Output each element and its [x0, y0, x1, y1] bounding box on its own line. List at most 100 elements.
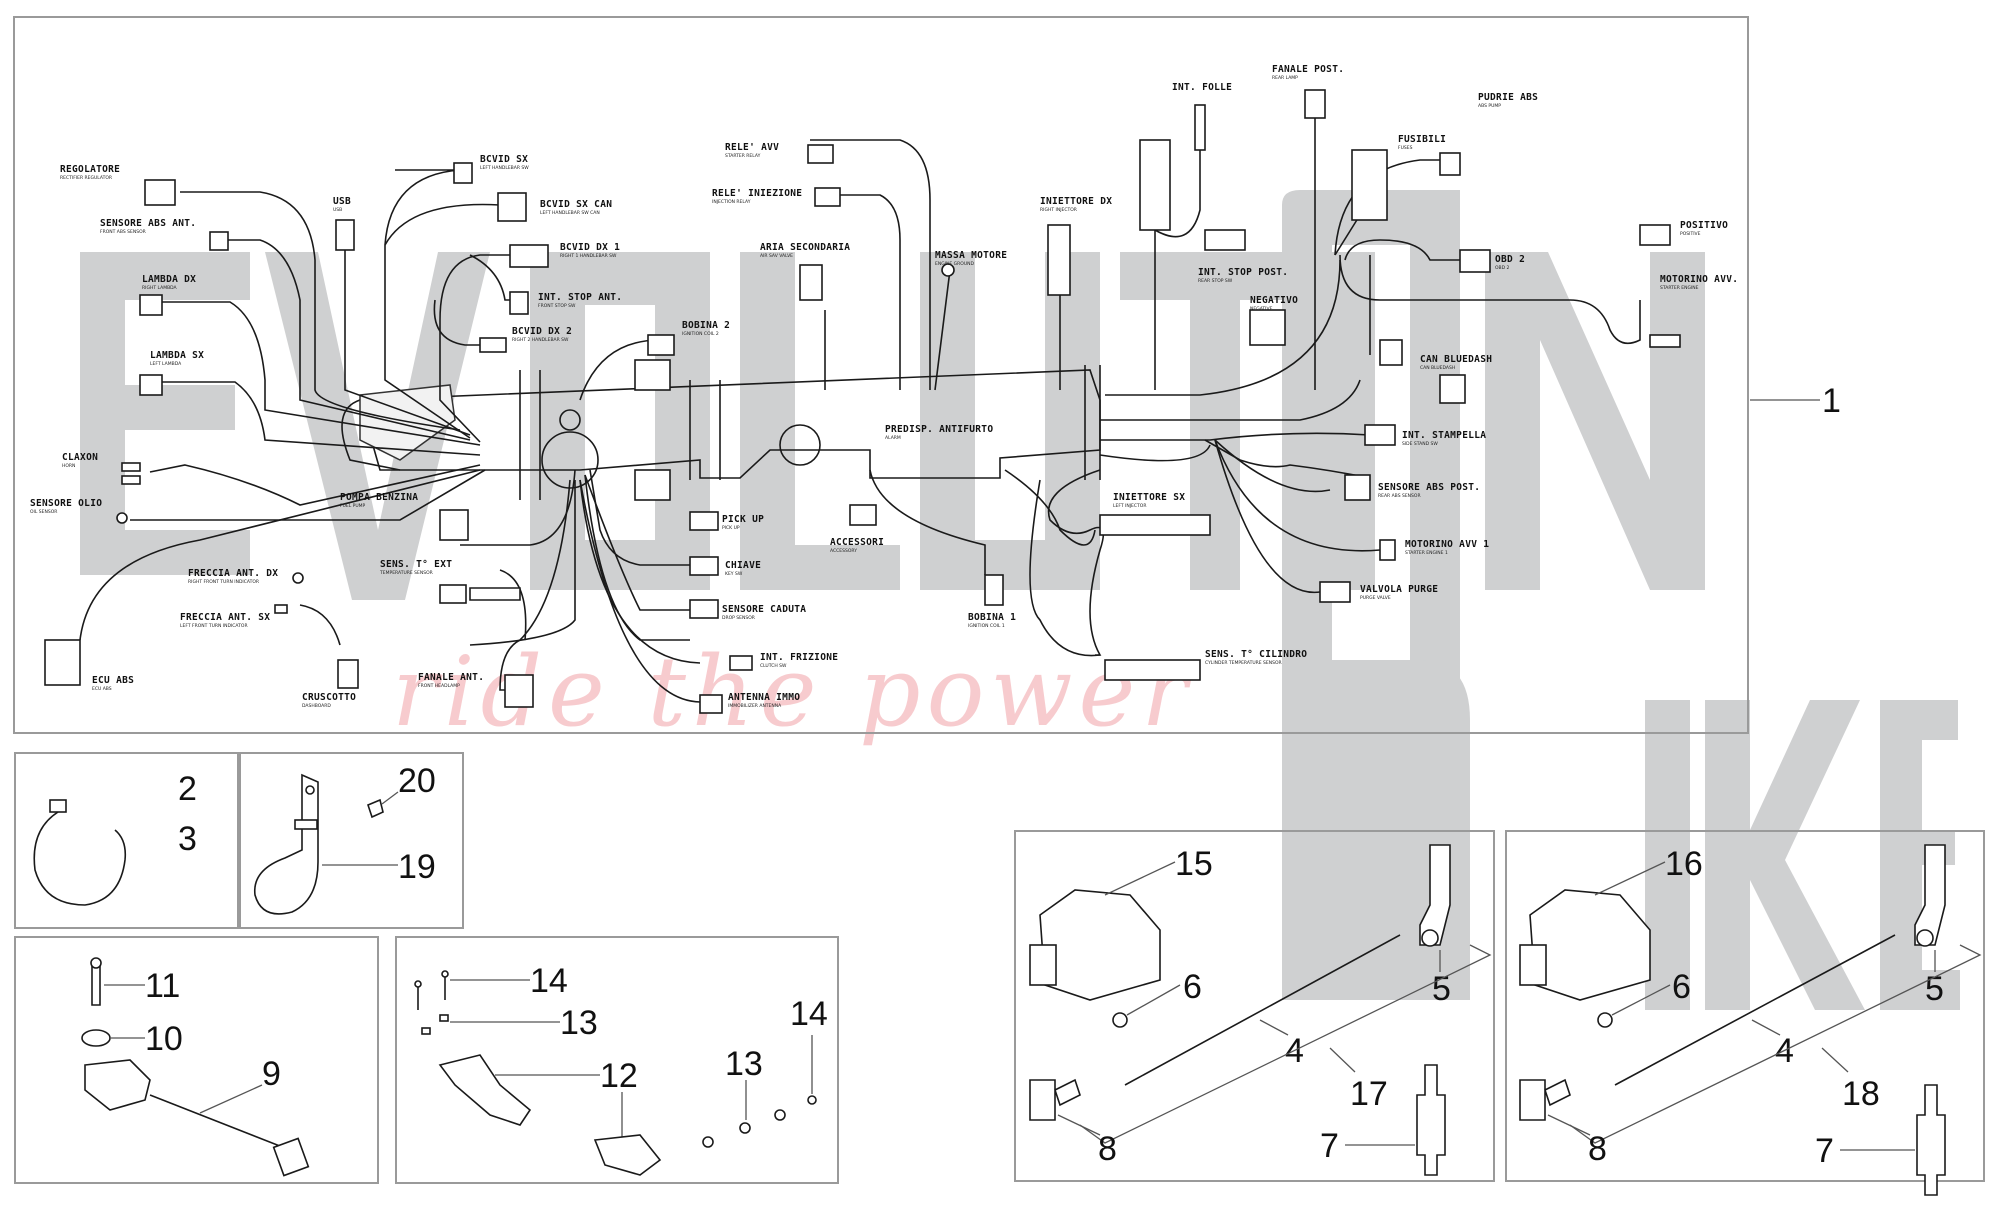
callout-5-b[interactable]: 5 — [1925, 970, 1944, 1008]
label-positivo: POSITIVO — [1680, 220, 1728, 231]
callout-14-a[interactable]: 14 — [530, 962, 568, 1000]
tie-wrap-head-icon — [49, 799, 67, 813]
svg-text:ACCESSORY: ACCESSORY — [830, 548, 857, 554]
label-antenna-immo: ANTENNA IMMO — [728, 692, 800, 703]
svg-text:FRONT ABS SENSOR: FRONT ABS SENSOR — [100, 229, 146, 235]
label-motorino-avv: MOTORINO AVV. — [1660, 274, 1738, 285]
callout-18[interactable]: 18 — [1842, 1075, 1880, 1113]
callout-13-b[interactable]: 13 — [725, 1045, 763, 1083]
svg-text:ENGINE GROUND: ENGINE GROUND — [935, 261, 974, 267]
label-freccia-ant-dx: FRECCIA ANT. DX — [188, 568, 278, 579]
svg-text:FRONT STOP SW: FRONT STOP SW — [538, 303, 576, 309]
label-fusibili: FUSIBILI — [1398, 134, 1446, 145]
label-rele-iniezione: RELE' INIEZIONE — [712, 188, 802, 199]
label-pompa-benzina: POMPA BENZINA — [340, 492, 418, 503]
callout-12[interactable]: 12 — [600, 1057, 638, 1095]
label-negativo: NEGATIVO — [1250, 295, 1298, 306]
plug-boot-icon — [1029, 1078, 1081, 1121]
callout-14-b[interactable]: 14 — [790, 995, 828, 1033]
svg-text:SIDE STAND SW: SIDE STAND SW — [1402, 441, 1438, 447]
callout-17[interactable]: 17 — [1350, 1075, 1388, 1113]
svg-text:STARTER ENGINE 1: STARTER ENGINE 1 — [1405, 550, 1448, 556]
callout-7[interactable]: 7 — [1320, 1127, 1339, 1165]
svg-text:LEFT FRONT TURN INDICATOR: LEFT FRONT TURN INDICATOR — [180, 623, 248, 629]
callout-11[interactable]: 11 — [145, 967, 180, 1005]
group-bracket: 20 19 — [239, 752, 464, 929]
label-cruscotto: CRUSCOTTO — [302, 692, 356, 703]
svg-text:INJECTION RELAY: INJECTION RELAY — [712, 199, 751, 205]
label-int-frizione: INT. FRIZIONE — [760, 652, 838, 663]
sensor-9-frame — [14, 936, 379, 1184]
label-pudrie-abs: PUDRIE ABS — [1478, 92, 1538, 103]
callout-6-b[interactable]: 6 — [1672, 968, 1691, 1006]
label-lambda-sx: LAMBDA SX — [150, 350, 204, 361]
label-rele-avv: RELE' AVV — [725, 142, 779, 153]
switch-body-icon — [593, 1134, 662, 1176]
tie-wrap-frame — [14, 752, 239, 929]
group-coil-15: 15 6 5 4 17 8 7 — [1014, 830, 1495, 1182]
label-sensore-abs-ant: SENSORE ABS ANT. — [100, 218, 196, 229]
label-valvola-purge: VALVOLA PURGE — [1360, 584, 1438, 595]
callout-2[interactable]: 2 — [178, 770, 197, 808]
svg-text:ALARM: ALARM — [885, 435, 901, 441]
label-bcvid-sx-can: BCVID SX CAN — [540, 199, 612, 210]
group-coil-16: 16 6 5 4 18 8 7 — [1505, 830, 1985, 1196]
tie-wrap-icon — [33, 811, 127, 906]
label-int-stampella: INT. STAMPELLA — [1402, 430, 1486, 441]
label-bobina-2: BOBINA 2 — [682, 320, 730, 331]
svg-text:LEFT HANDLEBAR SW CAN: LEFT HANDLEBAR SW CAN — [540, 210, 600, 216]
sensor-body-icon — [84, 1059, 151, 1111]
clip-icon — [367, 798, 384, 819]
svg-text:TEMPERATURE SENSOR: TEMPERATURE SENSOR — [379, 570, 433, 576]
callout-13-a[interactable]: 13 — [560, 1004, 598, 1042]
svg-text:IGNITION COIL 2: IGNITION COIL 2 — [682, 331, 719, 337]
callout-8-b[interactable]: 8 — [1588, 1130, 1607, 1168]
callout-6[interactable]: 6 — [1183, 968, 1202, 1006]
svg-text:POSITIVE: POSITIVE — [1680, 231, 1701, 237]
label-ecu-abs: ECU ABS — [92, 675, 134, 686]
label-fanale-ant: FANALE ANT. — [418, 672, 484, 683]
bracket-frame — [239, 752, 464, 929]
svg-text:FUEL PUMP: FUEL PUMP — [340, 503, 366, 509]
chassis-outline — [341, 359, 1101, 501]
svg-text:REAR ABS SENSOR: REAR ABS SENSOR — [1378, 493, 1421, 499]
ignition-coil-icon — [1529, 889, 1651, 1001]
coil-16-frame — [1505, 830, 1985, 1182]
svg-text:AIR SAV VALVE: AIR SAV VALVE — [760, 253, 793, 259]
label-iniettore-dx: INIETTORE DX — [1040, 196, 1112, 207]
label-freccia-ant-sx: FRECCIA ANT. SX — [180, 612, 270, 623]
label-sensore-olio: SENSORE OLIO — [30, 498, 102, 509]
harness-connectors — [44, 89, 1681, 714]
washer-icon — [81, 1029, 111, 1047]
callout-3[interactable]: 3 — [178, 820, 197, 858]
callout-10[interactable]: 10 — [145, 1020, 183, 1058]
callout-15[interactable]: 15 — [1175, 845, 1213, 883]
label-claxon: CLAXON — [62, 452, 98, 463]
callout-9[interactable]: 9 — [262, 1055, 281, 1093]
callout-1[interactable]: 1 — [1822, 382, 1841, 420]
sensor-plug-icon — [272, 1137, 310, 1177]
nut-icon — [1112, 1012, 1128, 1028]
svg-text:KEY SW: KEY SW — [725, 571, 743, 577]
label-sensore-caduta: SENSORE CADUTA — [722, 604, 806, 615]
screw-icon — [91, 964, 101, 1006]
callout-5[interactable]: 5 — [1432, 970, 1451, 1008]
svg-text:REAR STOP SW: REAR STOP SW — [1198, 278, 1233, 284]
svg-text:STARTER RELAY: STARTER RELAY — [725, 153, 761, 159]
svg-text:RIGHT 2 HANDLEBAR SW: RIGHT 2 HANDLEBAR SW — [512, 337, 569, 343]
svg-text:USB: USB — [333, 207, 342, 213]
svg-text:CLUTCH SW: CLUTCH SW — [760, 663, 787, 669]
plug-boot-icon — [1519, 1078, 1571, 1121]
callout-19[interactable]: 19 — [398, 848, 436, 886]
callout-16[interactable]: 16 — [1665, 845, 1703, 883]
svg-text:ECU ABS: ECU ABS — [92, 686, 112, 692]
label-sensore-abs-post: SENSORE ABS POST. — [1378, 482, 1480, 493]
svg-text:LEFT LAMBDA: LEFT LAMBDA — [150, 361, 182, 367]
callout-20[interactable]: 20 — [398, 762, 436, 800]
callout-8[interactable]: 8 — [1098, 1130, 1117, 1168]
callout-7-b[interactable]: 7 — [1815, 1132, 1834, 1170]
label-accessori: ACCESSORI — [830, 537, 884, 548]
label-bcvid-dx-1: BCVID DX 1 — [560, 242, 620, 253]
svg-text:CYLINDER TEMPERATURE SENSOR: CYLINDER TEMPERATURE SENSOR — [1205, 660, 1282, 666]
